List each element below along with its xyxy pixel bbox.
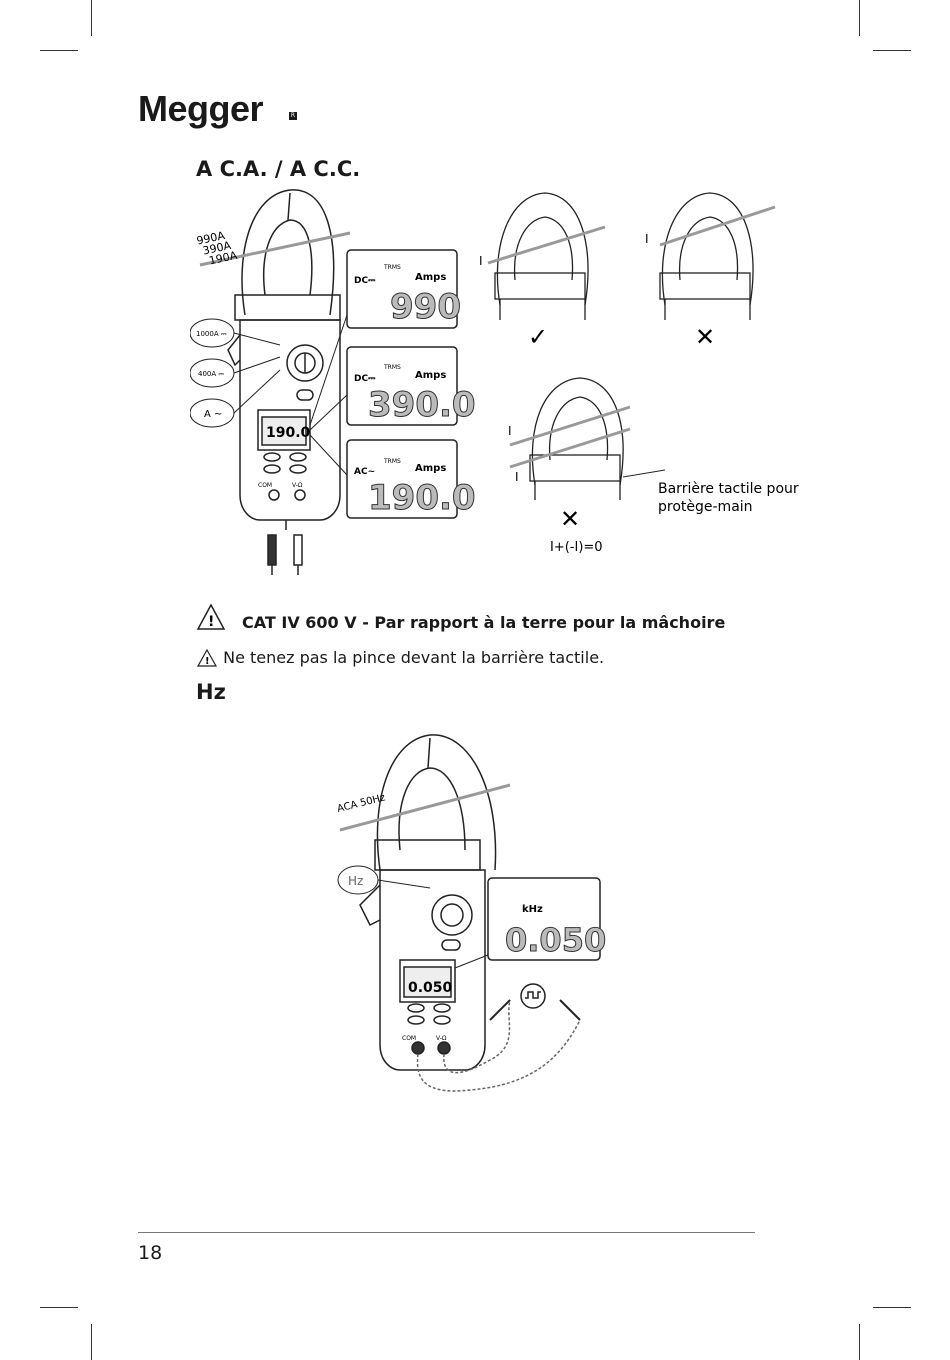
display-callout-1 xyxy=(346,249,458,329)
display-callout-2 xyxy=(346,346,458,426)
clamp-meter-illustration xyxy=(227,189,341,575)
meter-display-value: 190.0 xyxy=(266,425,311,441)
current-label-1: I xyxy=(479,254,483,268)
svg-text:TRMS: TRMS xyxy=(383,364,401,371)
range-label-190: 190A xyxy=(208,249,239,268)
jaw-wrong-diagram xyxy=(659,192,754,320)
formula-label: I+(-I)=0 xyxy=(550,540,603,555)
jaw-loop-diagram xyxy=(529,377,624,500)
svg-text:TRMS: TRMS xyxy=(383,458,401,465)
display-callout-hz xyxy=(487,877,601,961)
current-label-4: I xyxy=(515,470,519,484)
switch-label-400a: 400A ⎓ xyxy=(198,370,224,378)
current-label-3: I xyxy=(508,424,512,438)
crop-mark xyxy=(91,0,92,36)
barrier-label: Barrière tactile pour xyxy=(658,481,799,497)
svg-text:Amps: Amps xyxy=(415,463,446,474)
svg-text:DC⎓: DC⎓ xyxy=(354,276,376,286)
svg-text:Amps: Amps xyxy=(415,370,446,381)
barrier-label-2: protège-main xyxy=(658,499,753,515)
display-1: DC⎓ TRMS Amps 990 xyxy=(354,264,461,328)
display-unit-khz: kHz xyxy=(522,904,543,915)
crop-mark xyxy=(859,1324,860,1360)
switch-label-ac: A ~ xyxy=(204,409,222,420)
crop-mark xyxy=(91,1324,92,1360)
crop-mark xyxy=(859,0,860,36)
svg-text:DC⎓: DC⎓ xyxy=(354,374,376,384)
crop-mark xyxy=(40,50,78,51)
clamp-meter-amps-figure: 190.0 COM V-Ω 990A 390A 190A 1000A ⎓ 400… xyxy=(190,189,799,575)
jaw-correct-diagram xyxy=(494,192,589,320)
svg-text:Amps: Amps xyxy=(415,272,446,283)
cat-warning-text: CAT IV 600 V - Par rapport à la terre po… xyxy=(242,613,726,632)
barrier-warning-text: Ne tenez pas la pince devant la barrière… xyxy=(223,648,605,667)
section-title-hz: Hz xyxy=(196,680,226,704)
switch-label-1000a: 1000A ⎓ xyxy=(196,330,227,338)
display-callout-3 xyxy=(346,439,458,519)
crop-mark xyxy=(873,50,911,51)
svg-text:190.0: 190.0 xyxy=(368,478,476,518)
svg-text:TRMS: TRMS xyxy=(383,264,401,271)
svg-text:390.0: 390.0 xyxy=(368,385,476,425)
terminal-com-label: COM xyxy=(258,482,272,489)
footer-divider xyxy=(138,1232,755,1233)
cross-mark-icon: ✕ xyxy=(560,505,580,533)
brand-logo: Megger xyxy=(138,88,264,129)
terminal-v-label: V-Ω xyxy=(292,482,303,489)
display-3: AC~ TRMS Amps 190.0 xyxy=(354,458,476,519)
barrier-warning: ! Ne tenez pas la pince devant la barriè… xyxy=(196,647,604,668)
registered-mark: R xyxy=(289,112,297,120)
svg-text:990: 990 xyxy=(390,287,461,327)
clamp-meter-hz-figure: 0.050 COM V-Ω ACA 50Hz Hz kHz 0.050 xyxy=(336,734,607,1092)
switch-label-hz: Hz xyxy=(348,874,363,888)
range-labels: 990A 390A 190A xyxy=(195,229,239,268)
meter-display-value: 0.050 xyxy=(408,980,453,996)
svg-text:!: ! xyxy=(208,614,214,630)
conductor-line xyxy=(199,231,351,267)
page-number: 18 xyxy=(138,1242,163,1264)
warning-icon: ! xyxy=(196,648,218,667)
cross-mark-icon: ✕ xyxy=(695,323,715,351)
svg-text:!: ! xyxy=(205,656,210,667)
clamp-meter-illustration xyxy=(359,734,581,1092)
terminal-v-label: V-Ω xyxy=(436,1035,447,1042)
section-title-amps: A C.A. / A C.C. xyxy=(196,157,361,181)
check-mark-icon: ✓ xyxy=(528,323,548,351)
terminal-com-label: COM xyxy=(402,1035,416,1042)
range-label-390: 390A xyxy=(202,239,233,258)
current-label-2: I xyxy=(645,232,649,246)
display-2: DC⎓ TRMS Amps 390.0 xyxy=(354,364,476,426)
range-label-990: 990A xyxy=(195,229,226,248)
crop-mark xyxy=(40,1307,78,1308)
display-value-hz: 0.050 xyxy=(505,921,606,959)
crop-mark xyxy=(873,1307,911,1308)
svg-text:AC~: AC~ xyxy=(354,467,375,477)
warning-icon: ! xyxy=(196,603,226,630)
